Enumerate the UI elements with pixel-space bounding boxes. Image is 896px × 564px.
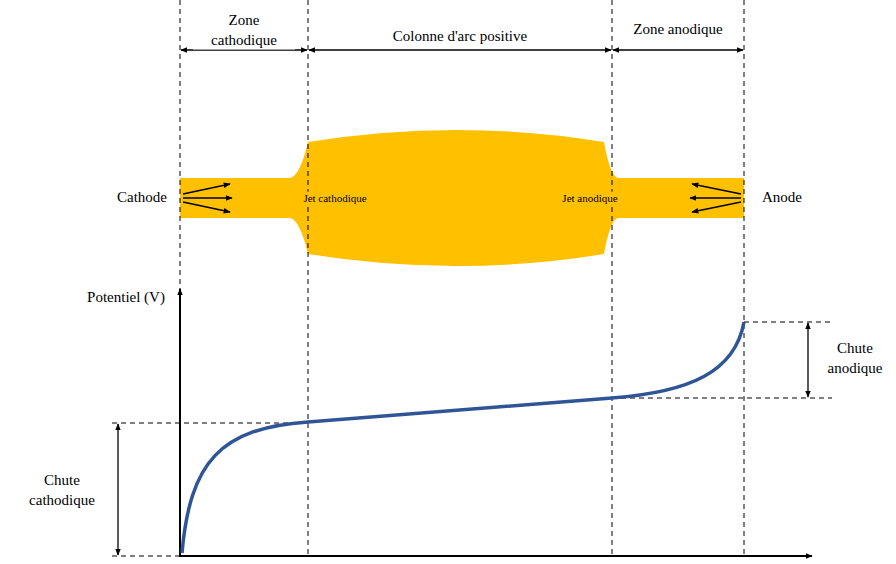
zone-label: Zone cathodique (193, 11, 295, 50)
potential-curve (182, 322, 744, 553)
jet-arrow (692, 184, 741, 194)
electrode-label: Anode (761, 188, 803, 208)
span-arrow (613, 49, 743, 50)
dashed-line (180, 0, 181, 290)
dashed-guides (112, 0, 832, 556)
arc-plasma: Jet cathodique Jet anodique (180, 128, 744, 268)
drop-label: Chute anodique (821, 339, 889, 378)
jet-label: Jet cathodique (302, 192, 367, 205)
jet-arrow (183, 197, 232, 198)
span-arrow (807, 323, 808, 397)
span-arrow (181, 49, 307, 50)
dashed-line (112, 556, 180, 557)
y-axis (179, 289, 181, 557)
dashed-line (612, 0, 613, 556)
jet-arrow (692, 202, 741, 212)
span-arrow (309, 49, 611, 50)
dashed-line (744, 322, 832, 323)
zone-arrows (118, 50, 808, 555)
zone-label: Zone anodique (632, 20, 724, 40)
axis-label: Potentiel (V) (86, 288, 166, 308)
dashed-line (308, 0, 309, 556)
span-arrow (117, 424, 118, 555)
axes (179, 289, 812, 557)
x-axis (179, 555, 812, 557)
drop-label: Chute cathodique (16, 471, 108, 510)
jet-label: Jet anodique (561, 192, 618, 205)
zone-label: Colonne d'arc positive (392, 27, 528, 47)
jet-arrow (183, 202, 230, 212)
dashed-line (612, 398, 832, 399)
arc-shape (180, 130, 744, 266)
dashed-line (112, 423, 308, 424)
electrode-label: Cathode (116, 188, 168, 208)
dashed-line (744, 0, 745, 556)
jet-arrows (183, 184, 741, 212)
jet-arrow (690, 197, 741, 198)
arc-outline (180, 128, 744, 268)
jet-arrow (183, 184, 230, 194)
